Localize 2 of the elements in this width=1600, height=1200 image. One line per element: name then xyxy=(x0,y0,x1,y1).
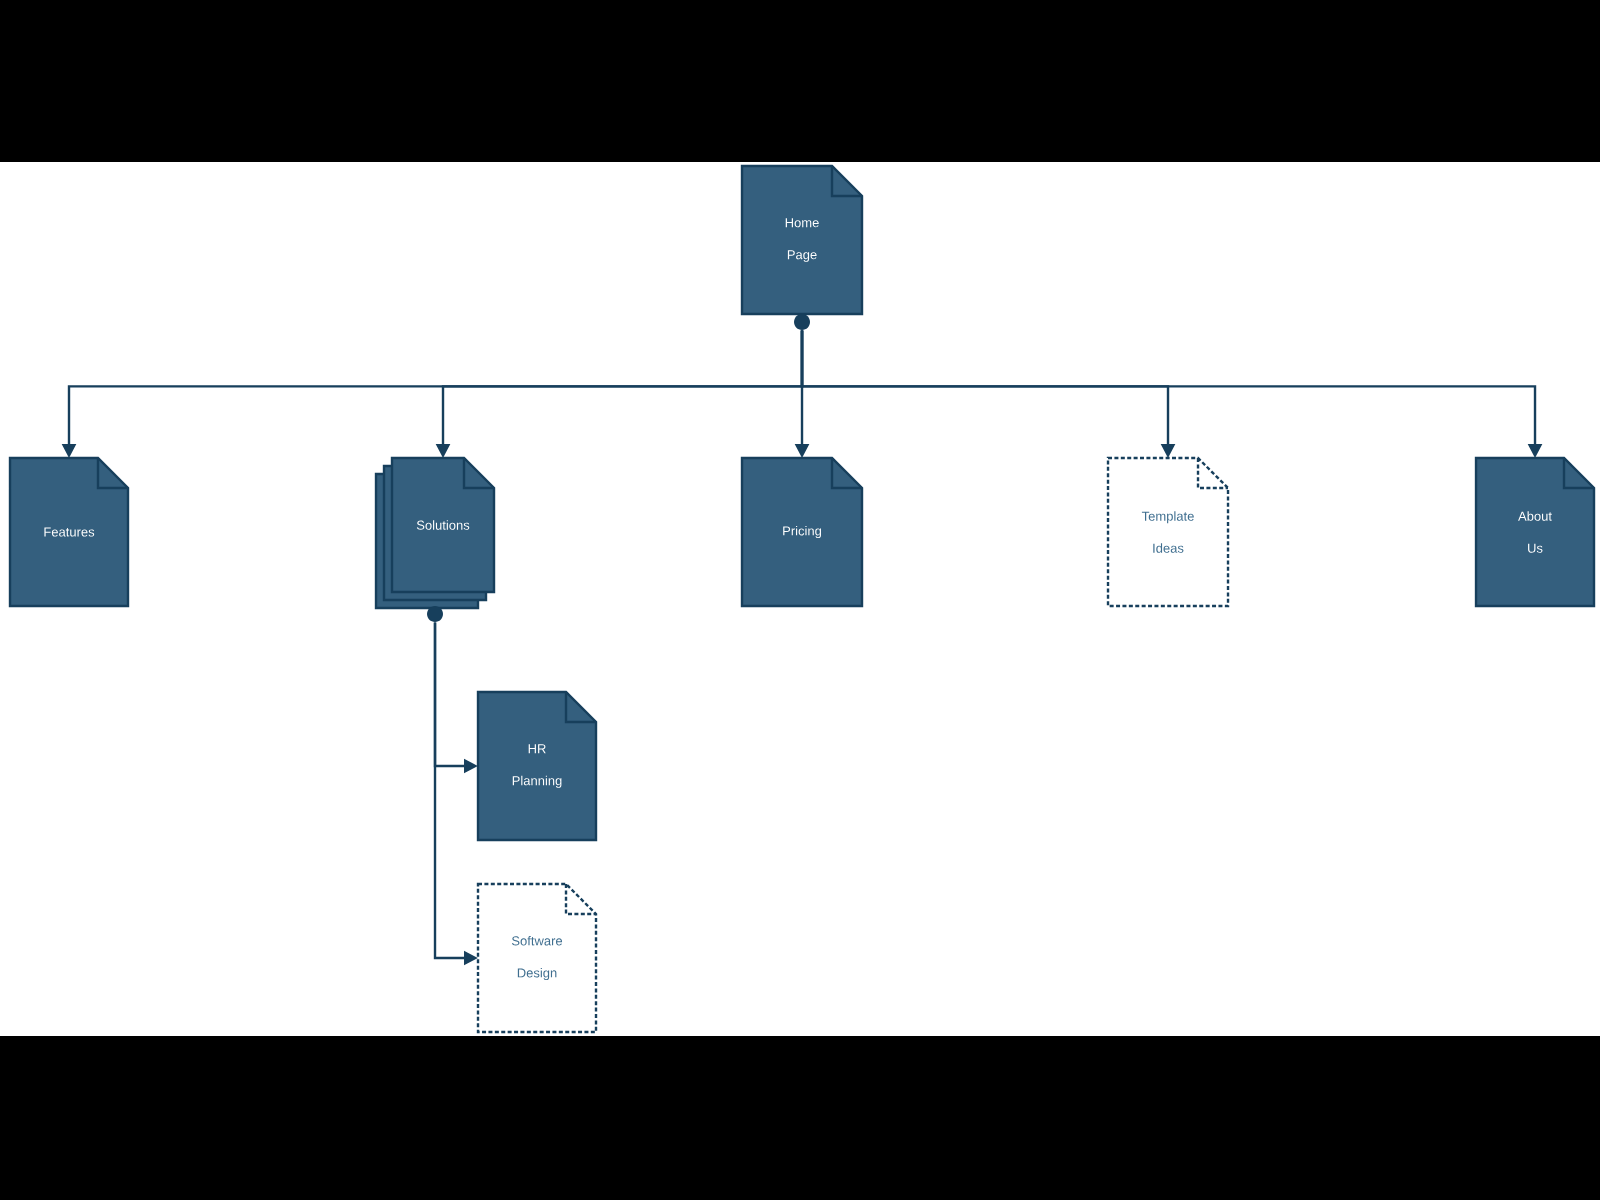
junction-dot xyxy=(427,606,443,622)
junction-dot xyxy=(794,314,810,330)
